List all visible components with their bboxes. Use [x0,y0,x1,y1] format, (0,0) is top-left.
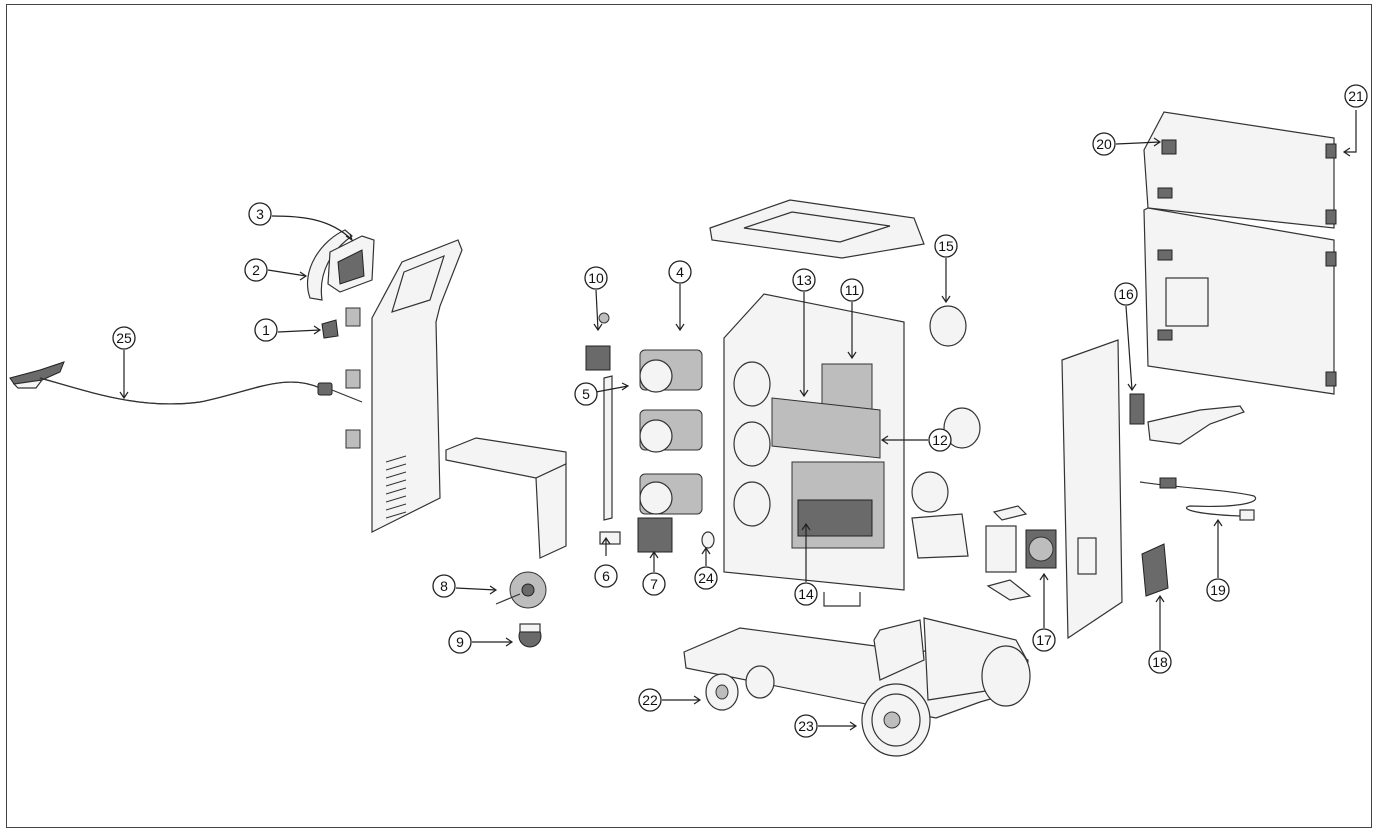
callout-15-label: 15 [938,238,954,254]
callout-17-label: 17 [1036,632,1052,648]
callout-2-label: 2 [252,262,260,278]
callout-10-label: 10 [588,270,604,286]
front-panel [345,239,463,533]
callout-18-label: 18 [1152,654,1168,670]
knob-15 [911,305,981,513]
callout-25-label: 25 [116,330,132,346]
terminal-plate [911,513,969,559]
callout-6-label: 6 [602,568,610,584]
callout-4: 4 [668,260,692,284]
side-panel [1061,339,1123,640]
front-handle [306,229,353,301]
control-panel [327,235,375,293]
callout-10: 10 [584,266,608,290]
socket-bracket [1129,393,1245,445]
callout-20: 20 [1092,132,1116,156]
rear-panel [1143,111,1337,395]
callout-12-label: 12 [932,432,948,448]
callout-23: 23 [794,714,818,738]
callout-19-label: 19 [1210,582,1226,598]
control-knob-part [321,319,339,339]
callout-13-label: 13 [796,272,812,288]
rear-fan [985,505,1057,601]
power-cable [1139,477,1257,521]
callout-14-label: 14 [798,586,814,602]
diagram-frame [6,4,1372,828]
callout-24: 24 [694,566,718,590]
inner-bracket [445,437,567,559]
callout-22-label: 22 [642,692,658,708]
small-fan [585,312,611,371]
callout-15: 15 [934,234,958,258]
callout-3-label: 3 [256,206,264,222]
callout-18: 18 [1148,650,1172,674]
pcb-12-13 [771,397,881,459]
pcb-11 [821,363,873,411]
trolley-base [683,617,1029,719]
callout-24-label: 24 [698,570,714,586]
leader-lines [119,110,1357,731]
washer-part [701,531,715,549]
callout-22: 22 [638,688,662,712]
callout-11-label: 11 [845,282,860,298]
fan-blade [495,571,547,609]
callout-9: 9 [448,630,472,654]
bus-bar [603,375,613,521]
callout-5-label: 5 [582,386,590,402]
rear-wheel [861,645,1031,757]
callout-8-label: 8 [440,578,448,594]
callout-4-label: 4 [676,264,684,280]
callout-3: 3 [248,202,272,226]
callout-16: 16 [1114,282,1138,306]
callout-25: 25 [112,326,136,350]
callout-14: 14 [794,582,818,606]
pcb-14 [791,461,885,549]
callout-13: 13 [792,268,816,292]
callout-7-label: 7 [650,576,658,592]
callout-1: 1 [254,318,278,342]
air-filter [1141,543,1169,597]
callout-5: 5 [574,382,598,406]
callout-1-label: 1 [262,322,270,338]
top-cover-plate [709,199,925,259]
caster-wheel [705,665,775,711]
callout-12: 12 [928,428,952,452]
callout-23-label: 23 [798,718,814,734]
callout-11: 11 [840,278,864,302]
callout-17: 17 [1032,628,1056,652]
inductor-stack [639,349,703,515]
bottom-bracket [823,592,861,607]
fan-motor [518,623,542,648]
callout-2: 2 [244,258,268,282]
callout-8: 8 [432,574,456,598]
earth-clamp-cable [9,361,363,405]
callout-21-label: 21 [1348,88,1364,104]
callout-6: 6 [594,564,618,588]
callout-9-label: 9 [456,634,464,650]
callout-21: 21 [1344,84,1368,108]
callout-16-label: 16 [1118,286,1134,302]
callout-7: 7 [642,572,666,596]
callout-20-label: 20 [1096,136,1112,152]
transformer-block [637,517,673,553]
callout-19: 19 [1206,578,1230,602]
